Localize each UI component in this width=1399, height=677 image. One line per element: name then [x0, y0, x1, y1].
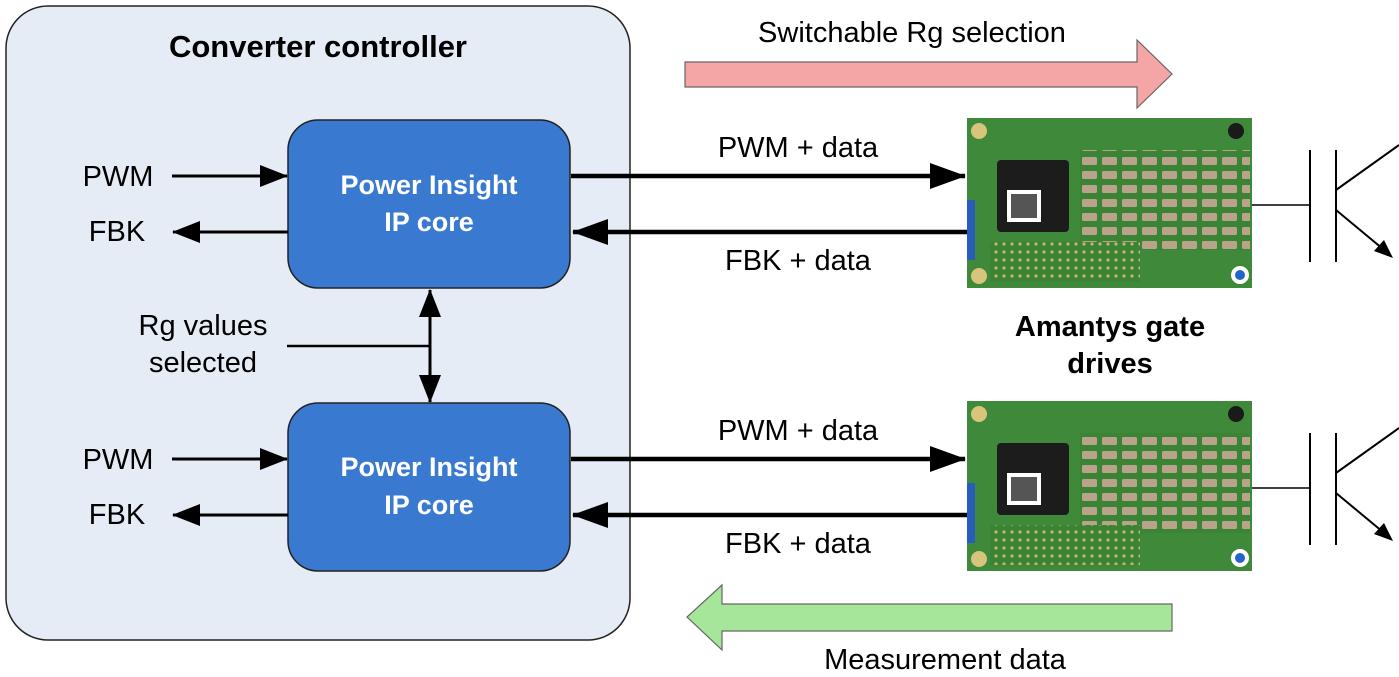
bottom-forward-label: PWM + data: [718, 415, 879, 447]
rg-values-label-line2: selected: [149, 347, 257, 379]
igbt-symbol-top-icon: [1252, 144, 1399, 262]
gate-drive-board-top: [967, 118, 1252, 288]
rg-values-label-line1: Rg values: [139, 310, 268, 342]
ip-core-bottom-line1: Power Insight: [340, 452, 517, 482]
igbt-symbol-bottom-icon: [1252, 427, 1399, 545]
top-return-label: FBK + data: [725, 245, 872, 277]
switchable-rg-label: Switchable Rg selection: [758, 17, 1066, 49]
gate-drives-label-line2: drives: [1067, 348, 1152, 380]
measurement-data-arrow: [686, 583, 1173, 652]
top-forward-label: PWM + data: [718, 132, 879, 164]
pwm-label-top: PWM: [83, 161, 154, 193]
controller-title: Converter controller: [169, 29, 467, 64]
bottom-return-label: FBK + data: [725, 528, 872, 560]
fbk-label-bottom: FBK: [89, 499, 146, 531]
gate-drives-label-line1: Amantys gate: [1015, 311, 1205, 343]
switchable-rg-arrow: [684, 38, 1173, 110]
measurement-data-label: Measurement data: [824, 644, 1067, 672]
pwm-label-bottom: PWM: [83, 444, 154, 476]
fbk-label-top: FBK: [89, 216, 146, 248]
ip-core-top-line1: Power Insight: [340, 170, 517, 200]
ip-core-bottom-line2: IP core: [384, 490, 474, 520]
ip-core-top-line2: IP core: [384, 207, 474, 237]
gate-drive-board-bottom: [967, 401, 1252, 571]
ip-core-top: [287, 119, 571, 289]
ip-core-bottom: [287, 402, 571, 572]
